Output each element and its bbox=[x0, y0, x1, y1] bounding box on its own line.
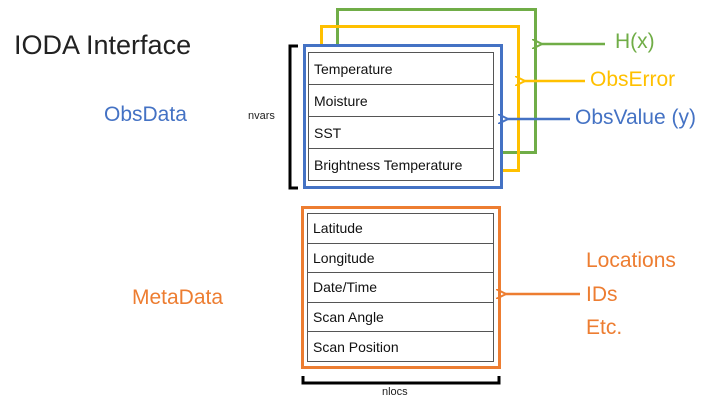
metadata-row-longitude: Longitude bbox=[308, 244, 493, 274]
obsdata-row-moisture: Moisture bbox=[309, 85, 493, 117]
nlocs-label: nlocs bbox=[382, 386, 408, 398]
obsvalue-label: ObsValue (y) bbox=[575, 106, 696, 129]
nvars-bracket bbox=[288, 44, 298, 190]
obsdata-row-sst: SST bbox=[309, 117, 493, 149]
metadata-side-etc: Etc. bbox=[586, 316, 623, 339]
metadata-side-ids: IDs bbox=[586, 283, 618, 306]
metadata-side-locations: Locations bbox=[586, 249, 676, 272]
metadata-variable-list: Latitude Longitude Date/Time Scan Angle … bbox=[307, 213, 494, 362]
metadata-row-latitude: Latitude bbox=[308, 214, 493, 244]
nvars-label: nvars bbox=[248, 110, 275, 122]
metadata-box bbox=[301, 206, 501, 369]
obsdata-label: ObsData bbox=[104, 103, 187, 126]
obsdata-variable-list: Temperature Moisture SST Brightness Temp… bbox=[308, 52, 494, 181]
metadata-row-datetime: Date/Time bbox=[308, 273, 493, 303]
hx-label: H(x) bbox=[615, 30, 655, 53]
obserror-label: ObsError bbox=[590, 68, 676, 91]
page-title: IODA Interface bbox=[14, 30, 192, 60]
metadata-label: MetaData bbox=[132, 286, 224, 309]
nlocs-bracket bbox=[301, 376, 501, 385]
metadata-row-scan-position: Scan Position bbox=[308, 332, 493, 362]
metadata-row-scan-angle: Scan Angle bbox=[308, 303, 493, 333]
obsdata-row-temperature: Temperature bbox=[309, 53, 493, 85]
obsdata-row-brightness-temperature: Brightness Temperature bbox=[309, 149, 493, 181]
